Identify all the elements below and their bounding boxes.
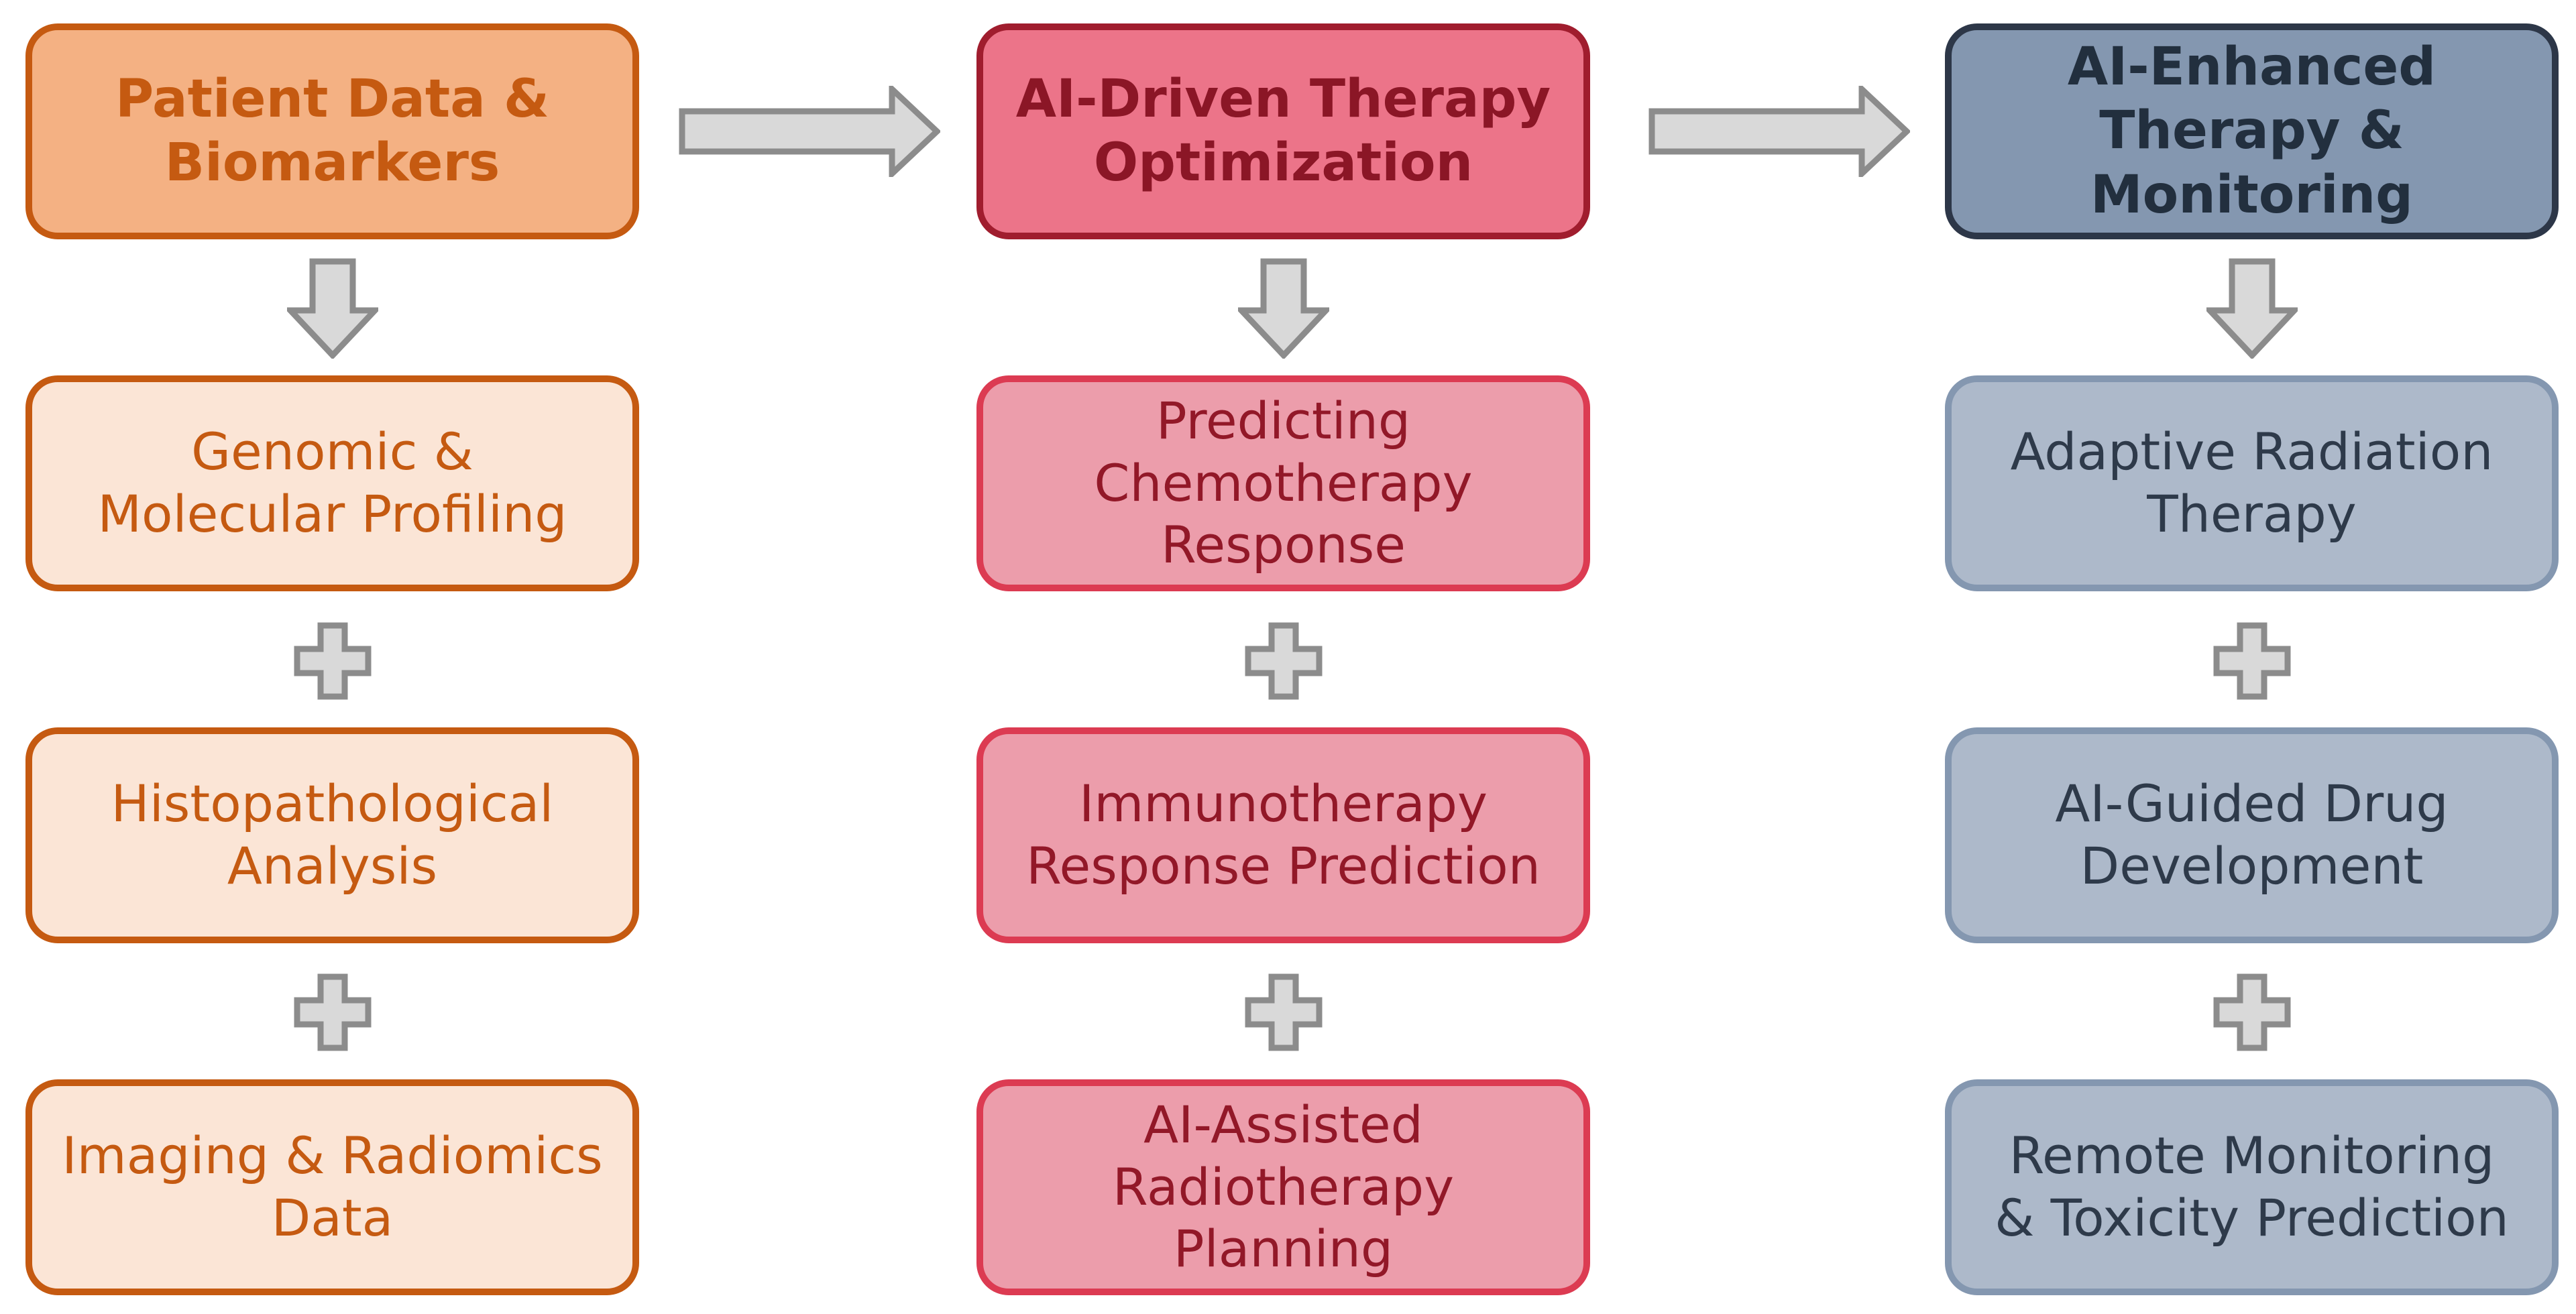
radiotherapy-planning-label: AI-Assisted Radiotherapy Planning: [1112, 1094, 1455, 1279]
therapy-monitoring-header-label: AI-Enhanced Therapy & Monitoring: [2067, 37, 2437, 225]
plus-icon: [2213, 973, 2291, 1051]
down-arrow-icon: [287, 258, 378, 359]
remote-monitoring-box: Remote Monitoring & Toxicity Prediction: [1945, 1079, 2559, 1295]
chemotherapy-response-label: Predicting Chemotherapy Response: [1094, 390, 1473, 575]
immunotherapy-prediction-label: Immunotherapy Response Prediction: [1026, 774, 1541, 896]
right-arrow-icon: [679, 86, 940, 177]
imaging-radiomics-box: Imaging & Radiomics Data: [25, 1079, 639, 1295]
genomic-profiling-label: Genomic & Molecular Profiling: [97, 422, 567, 544]
therapy-optimization-header: AI-Driven Therapy Optimization: [976, 23, 1590, 239]
drug-development-box: AI-Guided Drug Development: [1945, 727, 2559, 943]
imaging-radiomics-label: Imaging & Radiomics Data: [62, 1126, 603, 1248]
plus-icon: [2213, 622, 2291, 700]
adaptive-radiation-box: Adaptive Radiation Therapy: [1945, 375, 2559, 591]
right-arrow-icon: [1648, 86, 1910, 177]
plus-icon: [1245, 973, 1323, 1051]
therapy-monitoring-header: AI-Enhanced Therapy & Monitoring: [1945, 23, 2559, 239]
patient-data-header-label: Patient Data & Biomarkers: [115, 68, 550, 193]
down-arrow-icon: [1238, 258, 1329, 359]
adaptive-radiation-label: Adaptive Radiation Therapy: [2010, 422, 2494, 544]
histopathological-analysis-label: Histopathological Analysis: [111, 774, 554, 896]
plus-icon: [294, 622, 372, 700]
drug-development-label: AI-Guided Drug Development: [2055, 774, 2449, 896]
plus-icon: [294, 973, 372, 1051]
chemotherapy-response-box: Predicting Chemotherapy Response: [976, 375, 1590, 591]
radiotherapy-planning-box: AI-Assisted Radiotherapy Planning: [976, 1079, 1590, 1295]
immunotherapy-prediction-box: Immunotherapy Response Prediction: [976, 727, 1590, 943]
therapy-optimization-header-label: AI-Driven Therapy Optimization: [1015, 68, 1551, 193]
plus-icon: [1245, 622, 1323, 700]
remote-monitoring-label: Remote Monitoring & Toxicity Prediction: [1995, 1126, 2509, 1248]
genomic-profiling-box: Genomic & Molecular Profiling: [25, 375, 639, 591]
histopathological-analysis-box: Histopathological Analysis: [25, 727, 639, 943]
patient-data-header: Patient Data & Biomarkers: [25, 23, 639, 239]
down-arrow-icon: [2206, 258, 2298, 359]
